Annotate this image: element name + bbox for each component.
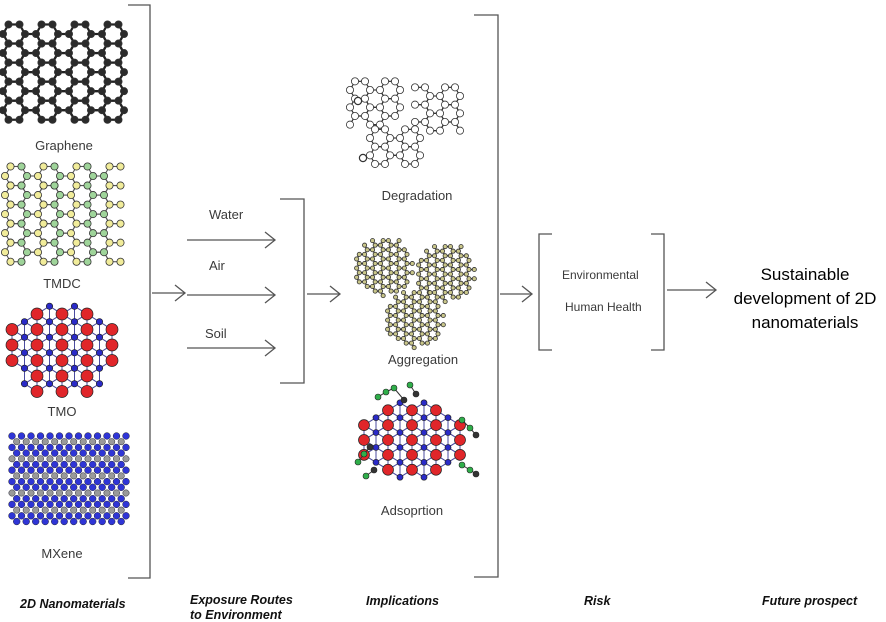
heading-nanomaterials: 2D Nanomaterials: [20, 597, 126, 611]
tmo-label: TMO: [47, 404, 77, 419]
implications-bracket: [474, 14, 499, 578]
aggregation-sheets: [354, 238, 477, 351]
risk-bracket-left: [538, 233, 552, 351]
outcome-text: Sustainable development of 2D nanomateri…: [730, 263, 880, 335]
tmdc-lattice: [1, 162, 125, 266]
heading-risk: Risk: [584, 594, 611, 608]
adsorption-label: Adsoprtion: [380, 503, 444, 518]
mxene-lattice: [8, 432, 130, 526]
outcome-line-1: Sustainable: [760, 265, 850, 284]
routes-bracket: [280, 198, 305, 384]
arrow-air: [187, 286, 277, 304]
arrow-routes: [307, 285, 342, 303]
arrow-water: [187, 231, 277, 249]
arrow-risk: [667, 281, 718, 299]
mxene-label: MXene: [41, 546, 83, 561]
environmental-label: Environmental: [562, 268, 639, 282]
arrow-soil: [187, 339, 277, 357]
risk-bracket-right: [651, 233, 665, 351]
heading-exposure: Exposure Routes to Environment: [190, 593, 293, 622]
tmdc-label: TMDC: [43, 276, 81, 291]
heading-exposure-line-1: Exposure Routes: [190, 593, 293, 607]
arrow-implications: [500, 285, 534, 303]
graphene-label: Graphene: [35, 138, 93, 153]
human-health-label: Human Health: [565, 300, 642, 314]
heading-exposure-line-2: to Environment: [190, 608, 282, 622]
degradation-fragments: [345, 77, 464, 168]
graphene-lattice: [0, 20, 129, 124]
heading-future: Future prospect: [762, 594, 858, 608]
arrow-materials: [152, 284, 187, 302]
water-label: Water: [209, 207, 244, 222]
aggregation-label: Aggregation: [387, 352, 459, 367]
materials-bracket: [128, 4, 151, 579]
tmo-lattice: [5, 302, 119, 398]
outcome-line-3: nanomaterials: [751, 313, 859, 332]
adsorption-lattice: [354, 381, 480, 481]
outcome-line-2: development of 2D: [733, 289, 877, 308]
heading-implications: Implications: [366, 594, 439, 608]
air-label: Air: [209, 258, 225, 273]
degradation-label: Degradation: [381, 188, 453, 203]
soil-label: Soil: [205, 326, 227, 341]
